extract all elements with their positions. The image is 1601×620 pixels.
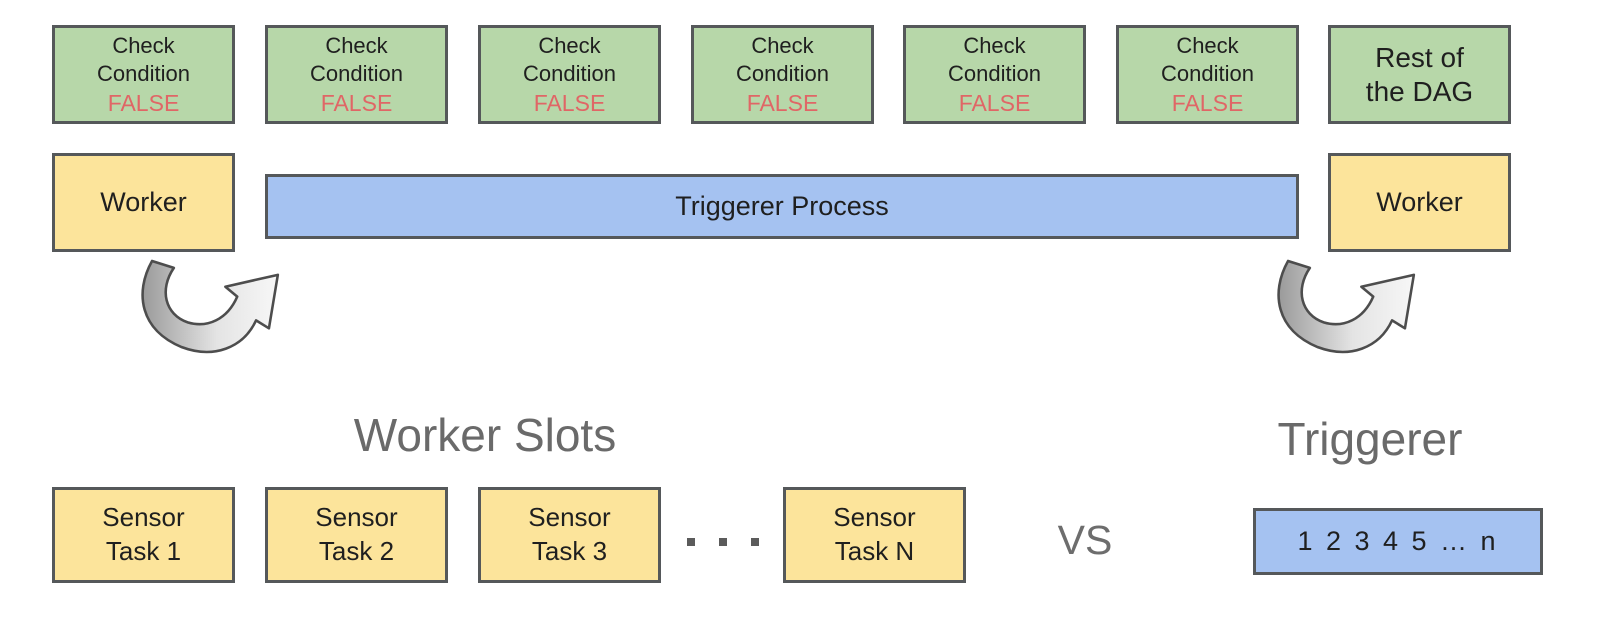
ellipsis-dot [687,538,695,546]
false-status: FALSE [746,89,819,116]
rest-of-dag-label: Rest of the DAG [1365,41,1474,107]
worker-label: Worker [100,187,187,217]
sensor-task-box-2: Sensor Task 2 [265,487,448,583]
ellipsis-dot [751,538,759,546]
check-condition-label: Check Condition [310,32,403,87]
false-status: FALSE [320,89,393,116]
check-condition-label: Check Condition [523,32,616,87]
check-condition-box-2: Check Condition FALSE [265,25,448,124]
false-status: FALSE [1171,89,1244,116]
sensor-task-box-1: Sensor Task 1 [52,487,235,583]
check-condition-box-6: Check Condition FALSE [1116,25,1299,124]
worker-box-right: Worker [1328,153,1511,252]
worker-slots-heading: Worker Slots [353,409,617,461]
check-condition-box-3: Check Condition FALSE [478,25,661,124]
ellipsis-dot [719,538,727,546]
check-condition-label: Check Condition [948,32,1041,87]
worker-label: Worker [1376,187,1463,217]
check-condition-box-5: Check Condition FALSE [903,25,1086,124]
check-condition-box-1: Check Condition FALSE [52,25,235,124]
ellipsis-dots [687,536,759,548]
check-condition-box-4: Check Condition FALSE [691,25,874,124]
sensor-task-label: Sensor Task N [833,502,916,566]
triggerer-process-bar: Triggerer Process [265,174,1299,239]
worker-box-left: Worker [52,153,235,252]
false-status: FALSE [533,89,606,116]
curved-swoosh-arrow-icon [141,259,280,354]
check-condition-label: Check Condition [736,32,829,87]
vs-label: VS [1057,517,1113,563]
check-condition-label: Check Condition [1161,32,1254,87]
sensor-task-label: Sensor Task 2 [315,502,398,566]
false-status: FALSE [107,89,180,116]
triggerer-slots-box: 1 2 3 4 5 … n [1253,508,1543,575]
triggerer-slots-label: 1 2 3 4 5 … n [1297,526,1499,556]
sensor-task-box-n: Sensor Task N [783,487,966,583]
triggerer-heading: Triggerer [1277,413,1463,465]
sensor-task-label: Sensor Task 1 [102,502,185,566]
curved-swoosh-arrow-icon [1277,259,1416,354]
triggerer-process-label: Triggerer Process [675,191,889,221]
sensor-task-box-3: Sensor Task 3 [478,487,661,583]
check-condition-label: Check Condition [97,32,190,87]
false-status: FALSE [958,89,1031,116]
rest-of-dag-box: Rest of the DAG [1328,25,1511,124]
sensor-task-label: Sensor Task 3 [528,502,611,566]
